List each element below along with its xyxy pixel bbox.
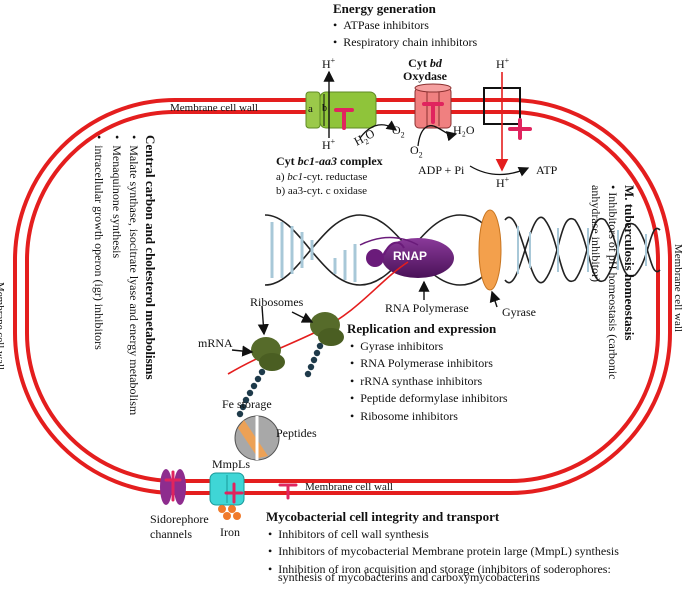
peptide-chain-1 [236,368,266,418]
peptides-label: Peptides [276,426,317,440]
arrow-mrna [231,345,254,357]
siderophore-channel [160,469,186,505]
iron-particles [218,505,241,520]
complex-label: Cyt bc1-aa3 complex [276,154,383,168]
complex-tag-b: b [322,103,327,114]
ribosome-1 [251,337,285,371]
dna-supercoil [504,216,661,284]
rnap-subunit-link [383,241,405,256]
central-item: Malate synthase, isocitrate lyase and en… [125,135,142,415]
dna-supercoil-pairs [517,226,647,274]
water-oxygen-arrow [359,120,398,139]
inhibitor-cyt-bd [422,102,444,124]
replication-item: Ribosome inhibitors [350,408,508,425]
mmpl-transporter [209,472,245,506]
replication-item: Peptide deformylase inhibitors [350,390,507,407]
rnap-subunit [366,249,384,267]
oxygen-label-bottom: O2 [410,143,423,160]
homeostasis-block: M. tuberculosis homeostasis • Inhibitors… [587,185,637,380]
peptide-chain-2 [304,342,324,378]
arrow-ribosomes-2 [291,311,314,323]
replication-item: RNA Polymerase inhibitors [350,355,508,372]
central-item: intracellular growth operon (igr) inhibi… [90,135,107,415]
integrity-title: Mycobacterial cell integrity and transpo… [266,509,500,524]
energy-title: Energy generation [333,1,436,16]
fe-storage-label: Fe storage [222,397,272,411]
central-block: Central carbon and cholesterol metabolis… [90,135,158,415]
inhibitor-complex [334,108,354,130]
replication-item: rRNA synthase inhibitors [350,373,508,390]
wall-label-bottom: Membrane cell wall [305,481,393,493]
integrity-item: Inhibitors of mycobacterial Membrane pro… [268,543,619,560]
oxygen-label-top: O2 [392,123,405,140]
proton-label-bottom-right: H+ [496,175,510,190]
wall-label-left: Membrane cell wall [0,282,6,370]
integrity-item: Inhibitors of cell wall synthesis [268,526,619,543]
rnap-strand [359,236,419,246]
arrow-gyrase [489,290,501,308]
rnap-label: RNAP [393,249,428,263]
water-label-right: H₂O [453,123,475,137]
energy-item: ATPase inhibitors [333,17,477,34]
iron-label: Iron [220,525,240,539]
inhibitor-mmpl [224,482,244,504]
arrow-ribosomes-1 [257,305,269,336]
proton-label-top-right: H+ [496,56,510,71]
adp-label: ADP + Pi [418,163,465,177]
dna-helix [264,214,496,286]
inhibitor-atpase [508,118,532,140]
ribosomes-label: Ribosomes [250,295,304,309]
integrity-item: Inhibition of iron acquisition and stora… [268,561,619,578]
proton-label-top-left: H+ [322,56,336,71]
central-list: Malate synthase, isocitrate lyase and en… [90,135,142,415]
integrity-list: Inhibitors of cell wall synthesis Inhibi… [268,526,619,578]
integrity-continuation: synthesis of mycobacterins and carboxymy… [278,570,540,584]
inhibitor-siderophore [164,470,182,502]
replication-item: Gyrase inhibitors [350,338,508,355]
replication-list: Gyrase inhibitors RNA Polymerase inhibit… [350,338,508,425]
gyrase-enzyme [478,209,502,291]
adp-atp-arrow [469,165,530,177]
mrna-label: mRNA [198,336,233,350]
homeostasis-item: • Inhibitors of pH homeostasis (carbonic… [589,185,620,380]
mmpls-label: MmpLs [212,457,251,471]
complex-sub-a: a) bc1-cyt. reductase [276,171,368,183]
energy-list: ATPase inhibitors Respiratory chain inhi… [333,17,477,52]
oxygen-reduction-arrow [417,125,458,147]
gyrase-label: Gyrase [502,305,536,319]
complex-tag-a: a [308,103,313,115]
wall-label-top: Membrane cell wall [170,102,258,114]
energy-item: Respiratory chain inhibitors [333,34,477,51]
ribosome-2 [310,312,344,346]
fe-storage [234,415,280,461]
homeostasis-title: M. tuberculosis homeostasis [622,185,637,341]
central-title: Central carbon and cholesterol metabolis… [143,135,158,380]
central-item: Menaquinone synthesis [107,135,124,415]
rna-polymerase-label: RNA Polymerase [385,301,469,315]
proton-label-bottom-left: H+ [322,137,336,152]
inhibitor-cell-wall [278,483,298,500]
dna-base-pairs [270,222,357,282]
complex-sub-b: b) aa3-cyt. c oxidase [276,185,368,197]
wall-label-right: Membrane cell wall [672,244,684,332]
atp-label: ATP [536,163,558,177]
replication-title: Replication and expression [347,321,497,336]
